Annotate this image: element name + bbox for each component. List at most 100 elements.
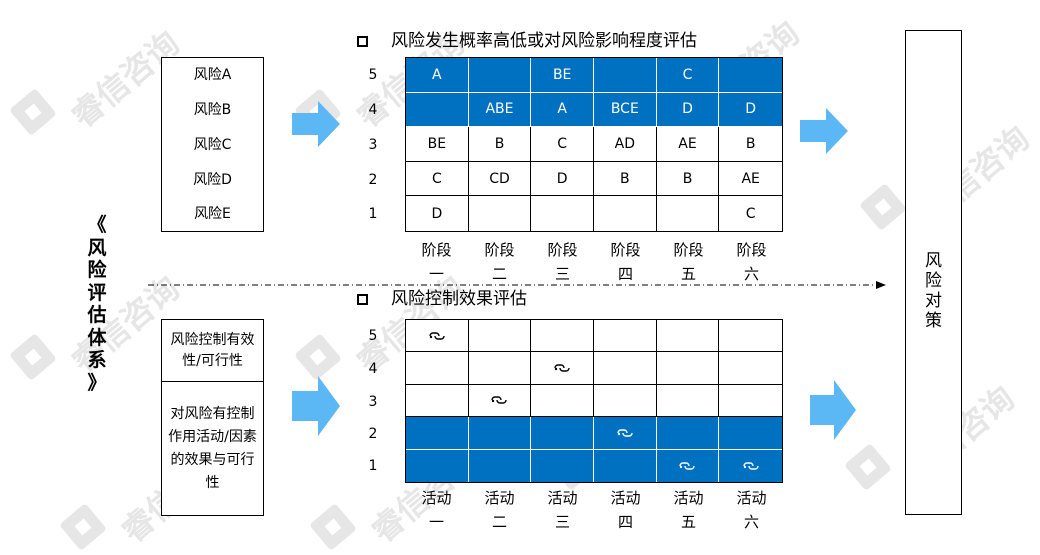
x-axis-label: 阶段三 [547,241,578,283]
right-arrow-icon [810,380,856,440]
separator-arrow [148,281,886,289]
y-label: 4 [368,361,378,377]
grid-cell [594,320,657,353]
watermark-logo-icon [294,333,342,381]
control-activity-label: 对风险有控制作用活动/因素的效果与可行性 [168,405,257,491]
y-label: 5 [368,67,378,83]
watermark-logo-icon [9,333,57,381]
grid-cell [406,320,469,353]
grid-cell [656,320,720,353]
grid-cell [531,352,594,385]
grid-cell [468,196,532,231]
grid-cell [406,92,469,128]
y-label: 1 [368,458,378,474]
grid-cell [656,352,720,385]
x-axis-label: 阶段六 [736,241,767,283]
grid-cell [719,384,782,418]
y-label: 2 [368,172,378,188]
grid-cell: C [531,127,594,162]
grid-cell: BE [406,127,469,162]
control-effect-title: 风险控制效果评估 [391,289,527,309]
grid-cell [531,320,594,353]
grid-cell [468,384,532,418]
control-effectiveness-label: 风险控制有效性/可行性 [162,320,263,382]
grid-cell: B [594,161,657,197]
link-icon [742,462,759,470]
grid-cell: ABE [468,92,532,128]
grid-cell [594,449,657,482]
x-axis-label: 活动六 [736,489,767,531]
y-label: 5 [368,328,378,344]
risk-item-e: 风险E [194,206,231,222]
grid-cell [531,417,594,450]
grid-cell [468,320,532,353]
grid-cell: C [719,196,782,231]
grid-cell [656,417,720,450]
grid-cell [406,417,469,450]
grid-cell: CD [468,161,532,197]
grid-cell: D [719,92,782,128]
x-axis-label: 活动二 [484,489,515,531]
x-axis-label: 阶段四 [610,241,641,283]
x-axis-label: 活动三 [547,489,578,531]
right-arrow-icon [800,108,848,154]
grid-cell: D [656,92,720,128]
grid-cell [531,196,594,231]
risk-item-c: 风险C [193,137,232,153]
grid-cell [656,196,720,231]
control-effectiveness-box: 风险控制有效性/可行性 对风险有控制作用活动/因素的效果与可行性 [161,319,264,516]
grid-cell: B [468,127,532,162]
y-label: 2 [368,426,378,442]
x-axis-label: 活动一 [421,489,452,531]
grid-cell [719,417,782,450]
x-axis-label: 阶段一 [421,241,452,283]
grid-cell [594,196,657,231]
grid-cell [406,352,469,385]
risk-strategy-box: 风 险 对 策 [905,30,962,515]
right-arrow-icon [292,101,340,147]
grid-cell: AD [594,127,657,162]
control-effect-grid [405,319,783,483]
risk-item-a: 风险A [193,67,232,83]
grid-cell [719,352,782,385]
grid-cell: BE [531,58,594,93]
grid-cell [656,384,720,418]
grid-cell: A [531,92,594,128]
link-icon [491,396,508,405]
square-bullet-icon [357,294,368,305]
grid-cell: C [406,161,469,197]
risk-strategy-label: 风 险 对 策 [925,251,942,331]
grid-cell [594,417,657,450]
grid-cell [531,449,594,482]
x-axis-label: 阶段二 [484,241,515,283]
grid-cell [406,449,469,482]
y-label: 3 [368,137,378,153]
grid-cell [468,352,532,385]
link-icon [679,462,696,470]
grid-cell [719,58,782,93]
risk-item-b: 风险B [193,102,232,118]
link-icon [429,331,445,340]
grid-cell: C [656,58,720,93]
right-arrow-icon [292,376,340,436]
watermark-logo-icon [859,183,907,231]
grid-cell: AE [719,161,782,197]
risk-list-box: 风险A 风险B 风险C 风险D 风险E [161,57,264,232]
grid-cell [594,384,657,418]
grid-cell [468,58,532,93]
y-label: 1 [368,206,378,222]
grid-cell [468,417,532,450]
grid-cell [594,58,657,93]
grid-cell [406,384,469,418]
x-axis-label: 阶段五 [673,241,704,283]
x-axis-label: 活动五 [673,489,704,531]
grid-cell [531,384,594,418]
grid-cell [719,449,782,482]
x-axis-label: 活动四 [610,489,641,531]
watermark-logo-icon [844,443,892,491]
grid-cell: D [531,161,594,197]
y-label: 3 [368,394,378,410]
grid-cell [468,449,532,482]
grid-cell [719,320,782,353]
